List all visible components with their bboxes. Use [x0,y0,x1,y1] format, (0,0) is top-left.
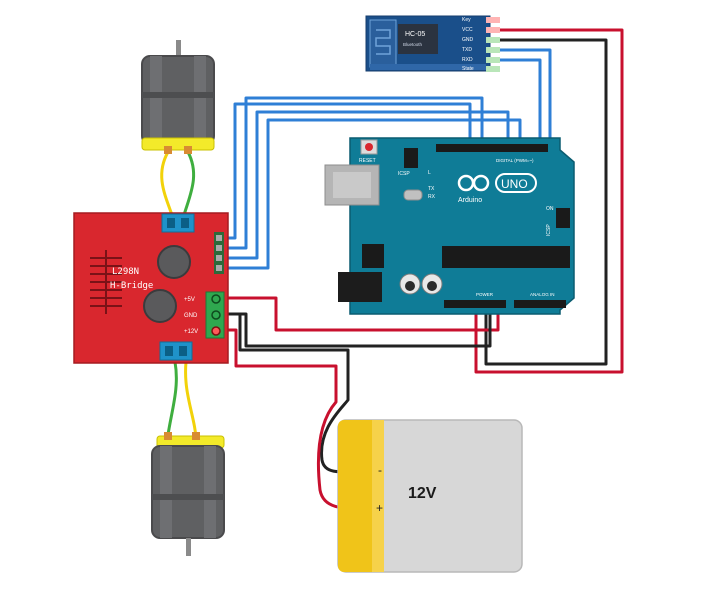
motor1-green-wire [182,150,196,217]
wires [160,28,624,510]
hc05-bluetooth-module: HC-05 Bluetooth Key VCC GND TXD RXD Stat… [365,15,500,72]
hc05-pin-headers [486,17,500,72]
battery-voltage-label: 12V [408,485,437,502]
bt-gnd-wire [484,38,608,366]
signal-wire-in4 [222,118,522,270]
arduino-icsp-label: ICSP [398,171,410,177]
dc-motor-top [141,40,215,154]
arduino-l-label: L [428,170,431,176]
arduino-rx-label: RX [428,194,436,200]
arduino-power-label: POWER [476,292,494,297]
hc05-pin-state: State [462,66,474,72]
hc05-pin-vcc: VCC [462,27,473,33]
hc05-pin-txd: TXD [462,47,472,53]
dc-motor-bottom [151,432,225,556]
hbridge-pin-5v: +5V [184,297,195,303]
hc05-pin-key: Key [462,17,471,23]
arduino-digital-label: DIGITAL (PWM=~) [496,158,534,163]
motor1-yellow-wire [160,150,174,217]
hbridge-pin-12v: +12V [184,329,198,335]
battery-12v: - + 12V [337,419,523,573]
hc05-pin-gnd: GND [462,37,474,43]
heat-sink [90,250,122,314]
hbridge-subtitle: H-Bridge [110,281,153,291]
arduino-brand-text: Arduino [458,197,482,204]
hc05-pin-rxd: RXD [462,57,473,63]
signal-wire-in1 [222,102,472,240]
battery-minus-label: - [378,463,382,477]
arduino-analog-label: ANALOG IN [530,292,555,297]
hc05-brand-label: Bluetooth [403,42,423,47]
bt-vcc-wire [474,28,624,374]
bt-rxd-wire [498,58,542,147]
arduino-icsp2-label: ICSP [546,224,552,236]
l298n-hbridge: L298N H-Bridge +5V GND +12V [73,212,229,364]
hb-5v-wire [220,296,500,332]
arduino-tx-label: TX [428,186,435,192]
signal-wire-in3 [222,110,510,260]
battery-plus-label: + [376,501,383,515]
signal-wire-in2 [222,96,484,250]
arduino-uno-text: UNO [501,177,528,191]
arduino-uno-board: RESET ICSP DIGITAL (PWM=~) L TX RX UNO A… [324,137,575,315]
motor2-green-wire [165,360,178,444]
arduino-logo: UNO Arduino [457,173,537,204]
bt-txd-wire [498,48,552,147]
arduino-icsp-header [404,148,418,168]
hbridge-pin-gnd: GND [184,313,198,319]
hc05-pin-labels: Key VCC GND TXD RXD State [462,17,474,72]
hc05-model-label: HC-05 [405,31,425,38]
arduino-reset-label: RESET [359,158,376,164]
hbridge-title: L298N [112,267,139,277]
motor2-yellow-wire [184,360,198,444]
arduino-on-label: ON [546,206,554,212]
